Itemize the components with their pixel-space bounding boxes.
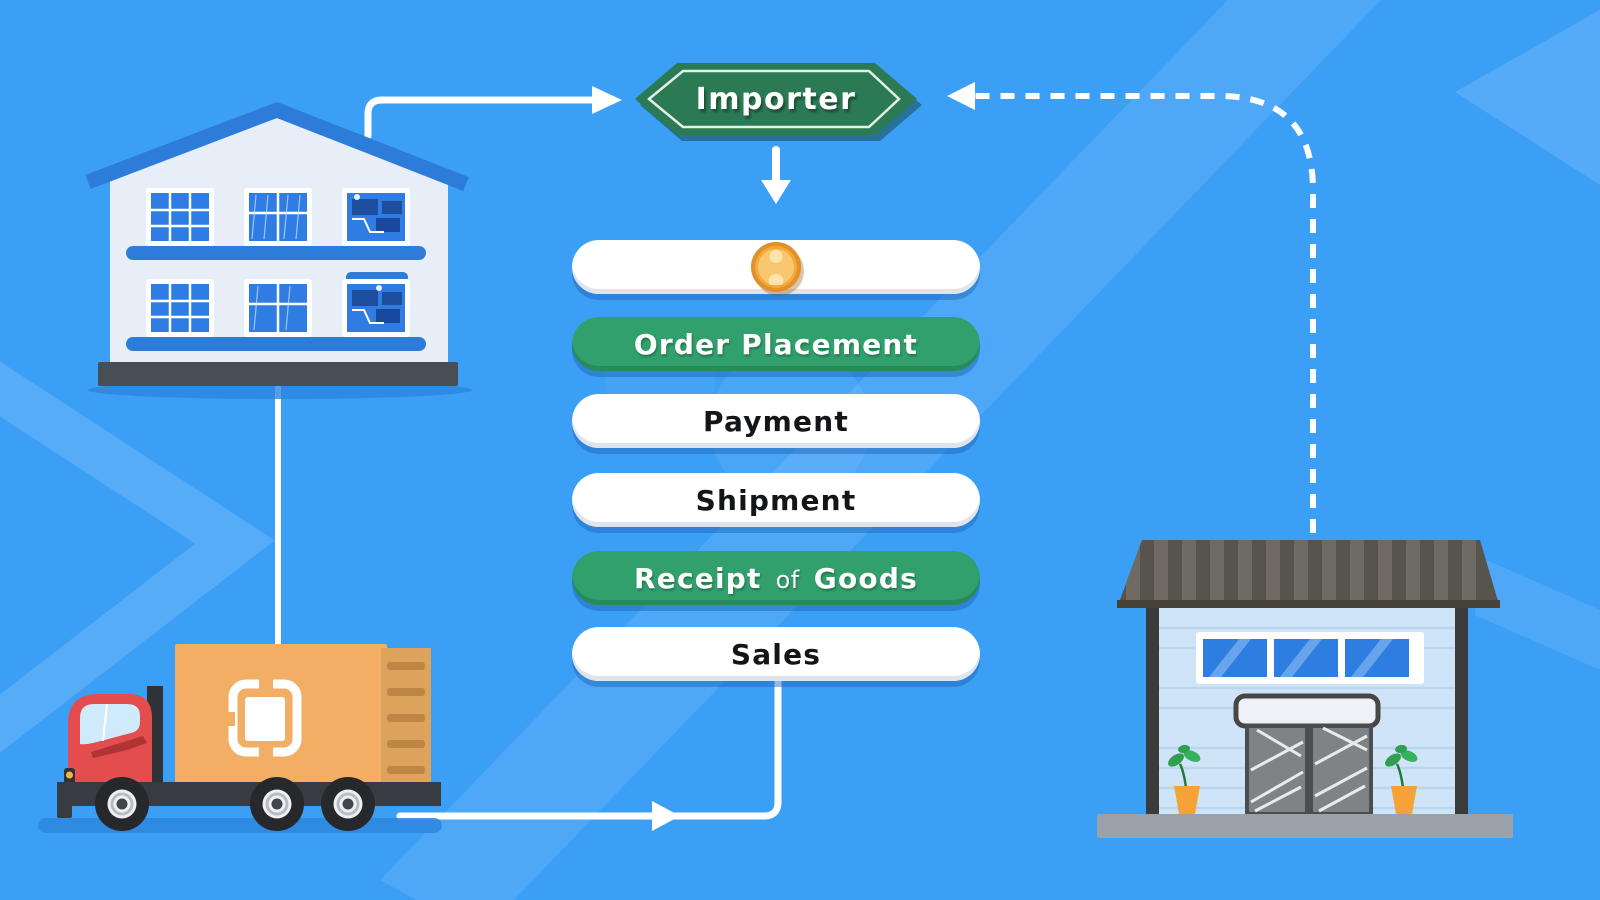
window-icon (146, 279, 410, 337)
warehouse-roof (1117, 540, 1500, 608)
building-to-importer-arrow (364, 96, 596, 140)
warehouse-to-importer-dashed-arrow (972, 93, 1316, 533)
cargo-delivery-truck (38, 644, 442, 833)
crate-slats-icon (387, 662, 425, 774)
importer-label: Importer (695, 81, 857, 117)
potted-plant-icon (1168, 744, 1201, 814)
arrowhead-mid-icon (652, 801, 680, 831)
pill-label: Order Placement (633, 327, 919, 361)
pill-sales: Sales (572, 627, 980, 681)
coin-icon (751, 242, 801, 292)
pill-label: Sales (730, 637, 822, 671)
pill-shipment: Shipment (572, 473, 980, 527)
pill-label: Receipt of Goods (634, 561, 918, 595)
potted-plant-icon (1385, 744, 1418, 814)
door-canopy (1233, 693, 1381, 729)
importer-office-building (85, 101, 472, 399)
window-strip-icon (1196, 632, 1424, 684)
importer-hexagon (635, 63, 917, 135)
pill-currency (572, 240, 980, 294)
arrowhead-left-icon (947, 82, 975, 110)
importer-node: Importer (631, 59, 921, 139)
truck-to-sales-line (396, 669, 782, 820)
wheel-icon (95, 777, 375, 831)
window-icon (146, 188, 410, 246)
windshield-icon (80, 704, 140, 745)
pill-receipt-of-goods: Receipt of Goods (572, 551, 980, 605)
package-logo-icon (226, 676, 302, 758)
arrowhead-right-icon (592, 86, 622, 114)
headlight-icon (66, 771, 73, 779)
warehouse-door-icon (1245, 724, 1373, 816)
pill-label: Payment (703, 404, 849, 438)
pill-order-placement: Order Placement (572, 317, 980, 371)
exporter-warehouse (1097, 540, 1513, 838)
arrowhead-down-icon (761, 180, 791, 204)
pill-label: Shipment (695, 483, 857, 517)
pill-payment: Payment (572, 394, 980, 448)
